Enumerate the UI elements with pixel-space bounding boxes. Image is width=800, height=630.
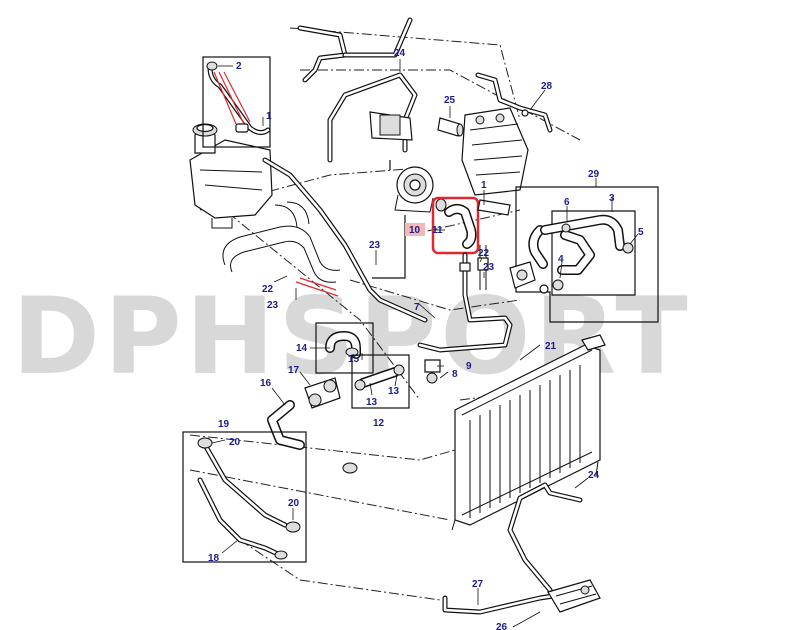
- callout-28: 28: [541, 81, 553, 92]
- callout-10-highlight: [405, 223, 425, 236]
- callout-16: 16: [260, 378, 272, 389]
- inset-box-19: [182, 431, 307, 563]
- callout-3: 3: [609, 193, 615, 204]
- callout-29: 29: [588, 169, 600, 180]
- inset-box-12-13: [351, 354, 410, 409]
- callout-14: 14: [296, 343, 308, 354]
- expansion-tank: [189, 123, 273, 229]
- top-coolant-pipe-assembly: [297, 17, 418, 163]
- callout-numbers: 2 1 24 25 28 1 10 11 29 6 3 5 4 23 22 23…: [208, 48, 644, 630]
- callout-15: 15: [348, 354, 360, 365]
- callout-12: 12: [373, 418, 385, 429]
- callout-2: 2: [236, 61, 242, 72]
- callout-25: 25: [444, 95, 456, 106]
- callout-13-right: 13: [388, 386, 400, 397]
- callout-9: 9: [466, 361, 472, 372]
- part-10-highlight-frame: [431, 196, 480, 255]
- callout-8: 8: [452, 369, 458, 380]
- callout-27: 27: [472, 579, 484, 590]
- callout-17: 17: [288, 365, 300, 376]
- callout-4: 4: [558, 254, 564, 265]
- inset-box-29: [515, 186, 659, 323]
- callout-24-top: 24: [394, 48, 406, 59]
- callout-11: 11: [432, 225, 443, 236]
- callout-20-top: 20: [229, 437, 241, 448]
- sleeve-25: [437, 117, 464, 137]
- callout-10: 10: [409, 225, 421, 236]
- callout-18: 18: [208, 553, 220, 564]
- callout-23-right: 23: [483, 262, 495, 273]
- callout-19: 19: [218, 419, 230, 430]
- fitting-8-9: [424, 359, 441, 384]
- bleed-fitting: [509, 261, 549, 294]
- callout-26: 26: [496, 622, 508, 630]
- callout-5: 5: [638, 227, 644, 238]
- oil-cooler-block: [461, 107, 529, 196]
- callout-23-left: 23: [267, 300, 279, 311]
- callout-22-right: 22: [478, 248, 490, 259]
- callout-22-left: 22: [262, 284, 274, 295]
- thermostat-housing: [394, 166, 434, 213]
- callout-1-tank: 1: [266, 111, 272, 122]
- callout-1-cooler: 1: [481, 180, 487, 191]
- oil-cooler-26: [547, 579, 601, 613]
- callout-21: 21: [545, 341, 557, 352]
- callout-13-left: 13: [366, 397, 378, 408]
- callout-23-mid: 23: [369, 240, 381, 251]
- radiator: [451, 334, 606, 531]
- leader-lines: [211, 59, 639, 628]
- callout-24-bottom: 24: [588, 470, 600, 481]
- callout-7: 7: [414, 302, 420, 313]
- highlighted-hose-part-10: [431, 196, 480, 255]
- hose-16-valve-17: [267, 377, 341, 450]
- callout-20-bottom: 20: [288, 498, 300, 509]
- inset-box-tank-hose: [202, 56, 271, 148]
- callout-6: 6: [564, 197, 570, 208]
